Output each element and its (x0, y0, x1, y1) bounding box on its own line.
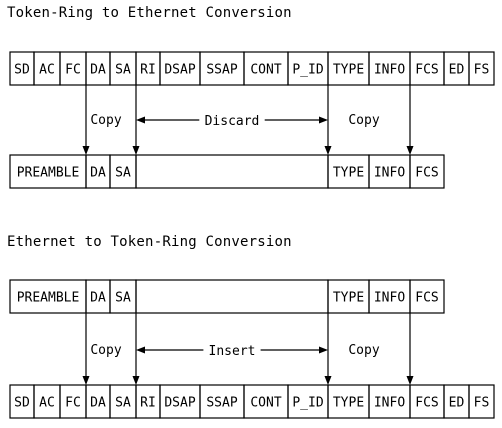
field-da-label: DA (90, 396, 106, 411)
field-da-label: DA (90, 166, 106, 181)
field-p-id-label: P_ID (292, 396, 323, 411)
field-ac-label: AC (39, 63, 55, 78)
field-fcs-label: FCS (415, 63, 438, 78)
field-ri-label: RI (140, 396, 156, 411)
field-fcs-cell (409, 154, 445, 189)
field-ri-label: RI (140, 63, 156, 78)
field-fs-label: FS (474, 396, 490, 411)
field-p-id-label: P_ID (292, 63, 323, 78)
field-fcs-label: FCS (415, 396, 438, 411)
field-sa-label: SA (115, 63, 131, 78)
field-info-label: INFO (374, 396, 405, 411)
field-sd-label: SD (14, 63, 30, 78)
token-ring-result-frame: SD AC FC DA SA RI DSAP SSAP CONT P_ID TYPE INFO FCS E… (9, 384, 495, 419)
field-ssap-label: SSAP (206, 396, 237, 411)
field-dsap-label: DSAP (164, 396, 195, 411)
ethernet-to-token-ring-title: Ethernet to Token-Ring Conversion (7, 234, 292, 250)
field-preamble-label: PREAMBLE (17, 166, 80, 181)
copy-label-left-2: Copy (90, 343, 121, 358)
field-fc-label: FC (65, 63, 81, 78)
field-ssap-label: SSAP (206, 63, 237, 78)
field-da-label: DA (90, 63, 106, 78)
field-dsap-label: DSAP (164, 63, 195, 78)
field-fcs-label: FCS (415, 166, 438, 181)
copy-label-left: Copy (90, 113, 121, 128)
field-ed-label: ED (449, 396, 465, 411)
copy-arrow-fcs (406, 85, 414, 155)
field-type-label: TYPE (333, 291, 364, 306)
copy-label-right-2: Copy (348, 343, 379, 358)
copy-arrow-da (82, 85, 90, 155)
ethernet-source-frame: PREAMBLE DA SA TYPE INFO FCS (9, 279, 445, 314)
field-blank-cell (135, 154, 329, 189)
copy-arrow-da-2 (82, 313, 90, 385)
ethernet-result-frame: PREAMBLE DA SA TYPE INFO FCS (9, 154, 445, 189)
field-preamble-label: PREAMBLE (17, 291, 80, 306)
field-sa-label: SA (115, 396, 131, 411)
field-type-label: TYPE (333, 166, 364, 181)
field-fcs-cell (409, 279, 445, 314)
field-blank-cell (135, 279, 329, 314)
copy-arrow-type-2 (324, 313, 332, 385)
field-fs-label: FS (474, 63, 490, 78)
field-fcs-label: FCS (415, 291, 438, 306)
token-ring-to-ethernet-title: Token-Ring to Ethernet Conversion (7, 5, 292, 21)
discard-arrow: Discard (136, 114, 328, 129)
field-type-label: TYPE (333, 63, 364, 78)
copy-arrow-fcs-2 (406, 313, 414, 385)
field-ac-label: AC (39, 396, 55, 411)
field-sa-label: SA (115, 166, 131, 181)
insert-arrow-label: Insert (209, 344, 256, 359)
field-sd-label: SD (14, 396, 30, 411)
field-da-label: DA (90, 291, 106, 306)
copy-label-right: Copy (348, 113, 379, 128)
field-info-label: INFO (374, 166, 405, 181)
field-fc-label: FC (65, 396, 81, 411)
field-info-label: INFO (374, 63, 405, 78)
discard-arrow-label: Discard (205, 114, 260, 129)
field-type-label: TYPE (333, 396, 364, 411)
field-info-label: INFO (374, 291, 405, 306)
copy-arrow-sa-2 (132, 313, 140, 385)
field-fs-cell (468, 384, 495, 419)
field-cont-label: CONT (250, 63, 281, 78)
field-cont-label: CONT (250, 396, 281, 411)
field-sa-label: SA (115, 291, 131, 306)
field-fs-cell (468, 51, 495, 86)
copy-arrow-type (324, 85, 332, 155)
insert-arrow: Insert (136, 344, 328, 359)
field-ed-label: ED (449, 63, 465, 78)
token-ring-source-frame: SD AC FC DA SA RI DSAP SSAP CONT P_ID TYPE INFO FCS E… (9, 51, 495, 86)
copy-arrow-sa (132, 85, 140, 155)
